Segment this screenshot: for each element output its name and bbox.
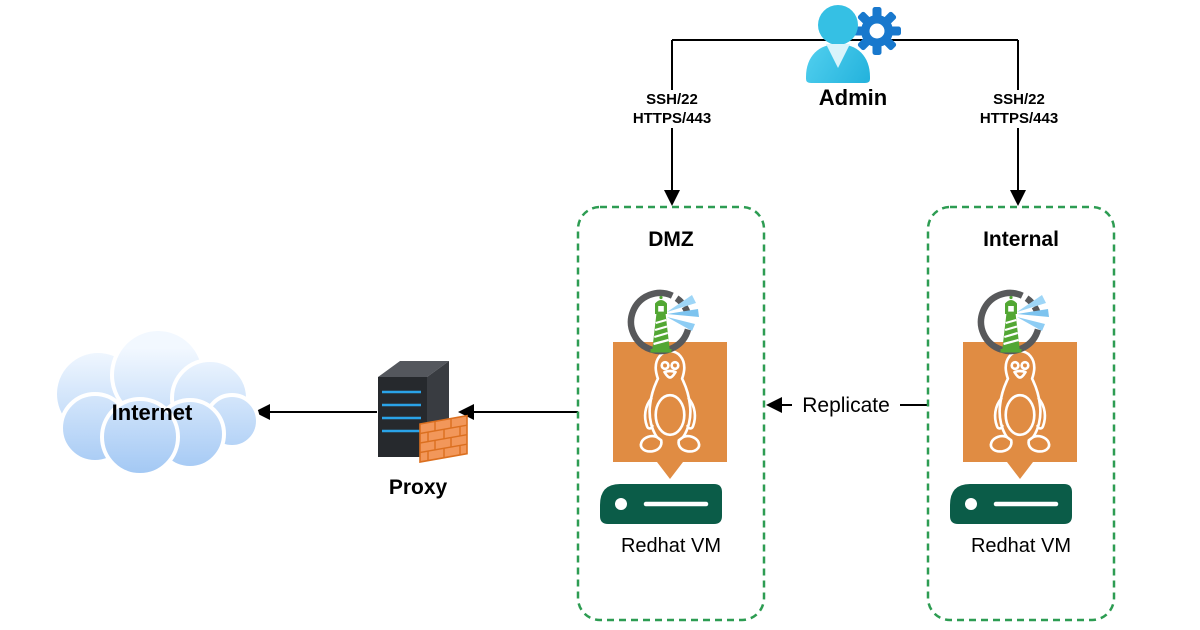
lighthouse-beams	[667, 295, 699, 331]
internal-zone-box	[926, 205, 1116, 622]
tux-panel	[613, 342, 727, 479]
arrowhead-left-proxy	[458, 404, 474, 420]
internet-label: Internet	[111, 400, 193, 425]
dmz-vm-label: Redhat VM	[620, 535, 722, 557]
edge-label-line2: HTTPS/443	[632, 110, 712, 127]
internal-vm-stack	[950, 289, 1077, 524]
edge-label-line1: SSH/22	[993, 91, 1045, 108]
dmz-zone-box	[576, 205, 766, 622]
edge-label-line1: SSH/22	[646, 91, 698, 108]
internal-vm-label: Redhat VM	[970, 535, 1072, 557]
arrowhead-left-internet	[254, 404, 270, 420]
vm-server-icon	[600, 484, 722, 524]
proxy-drive-slots	[382, 390, 421, 433]
firewall-icon	[419, 414, 468, 463]
proxy-label: Proxy	[388, 476, 448, 499]
edge-label-admin-internal: SSH/22 HTTPS/443	[949, 90, 1089, 128]
linux-tux-icon	[639, 349, 701, 453]
vm-server-icon	[950, 484, 1072, 524]
tux-panel	[963, 342, 1077, 479]
internal-zone-label: Internal	[983, 228, 1059, 251]
admin-label: Admin	[818, 85, 888, 110]
proxy-top-face	[378, 361, 449, 377]
admin-user-gear-icon	[806, 5, 901, 83]
edge-label-line2: HTTPS/443	[979, 110, 1059, 127]
arrowhead-down-dmz	[664, 190, 680, 206]
internet-cloud-icon	[53, 327, 260, 477]
dmz-vm-stack	[600, 289, 727, 524]
linux-tux-icon	[989, 349, 1051, 453]
arrowhead-down-internal	[1010, 190, 1026, 206]
replicate-edge-label: Replicate	[792, 393, 900, 419]
lighthouse-icon	[627, 289, 699, 355]
gear-icon	[853, 7, 901, 55]
lighthouse-icon	[977, 289, 1049, 355]
person-icon	[806, 5, 870, 83]
arrowhead-left-replicate	[766, 397, 782, 413]
edge-arrowheads	[254, 190, 1026, 420]
lighthouse-tower	[1000, 295, 1022, 353]
proxy-firewall-server-icon	[378, 361, 468, 463]
lighthouse-beams	[1017, 295, 1049, 331]
edge-label-admin-dmz: SSH/22 HTTPS/443	[602, 90, 742, 128]
lighthouse-tower	[650, 295, 672, 353]
dmz-zone-label: DMZ	[648, 228, 694, 251]
